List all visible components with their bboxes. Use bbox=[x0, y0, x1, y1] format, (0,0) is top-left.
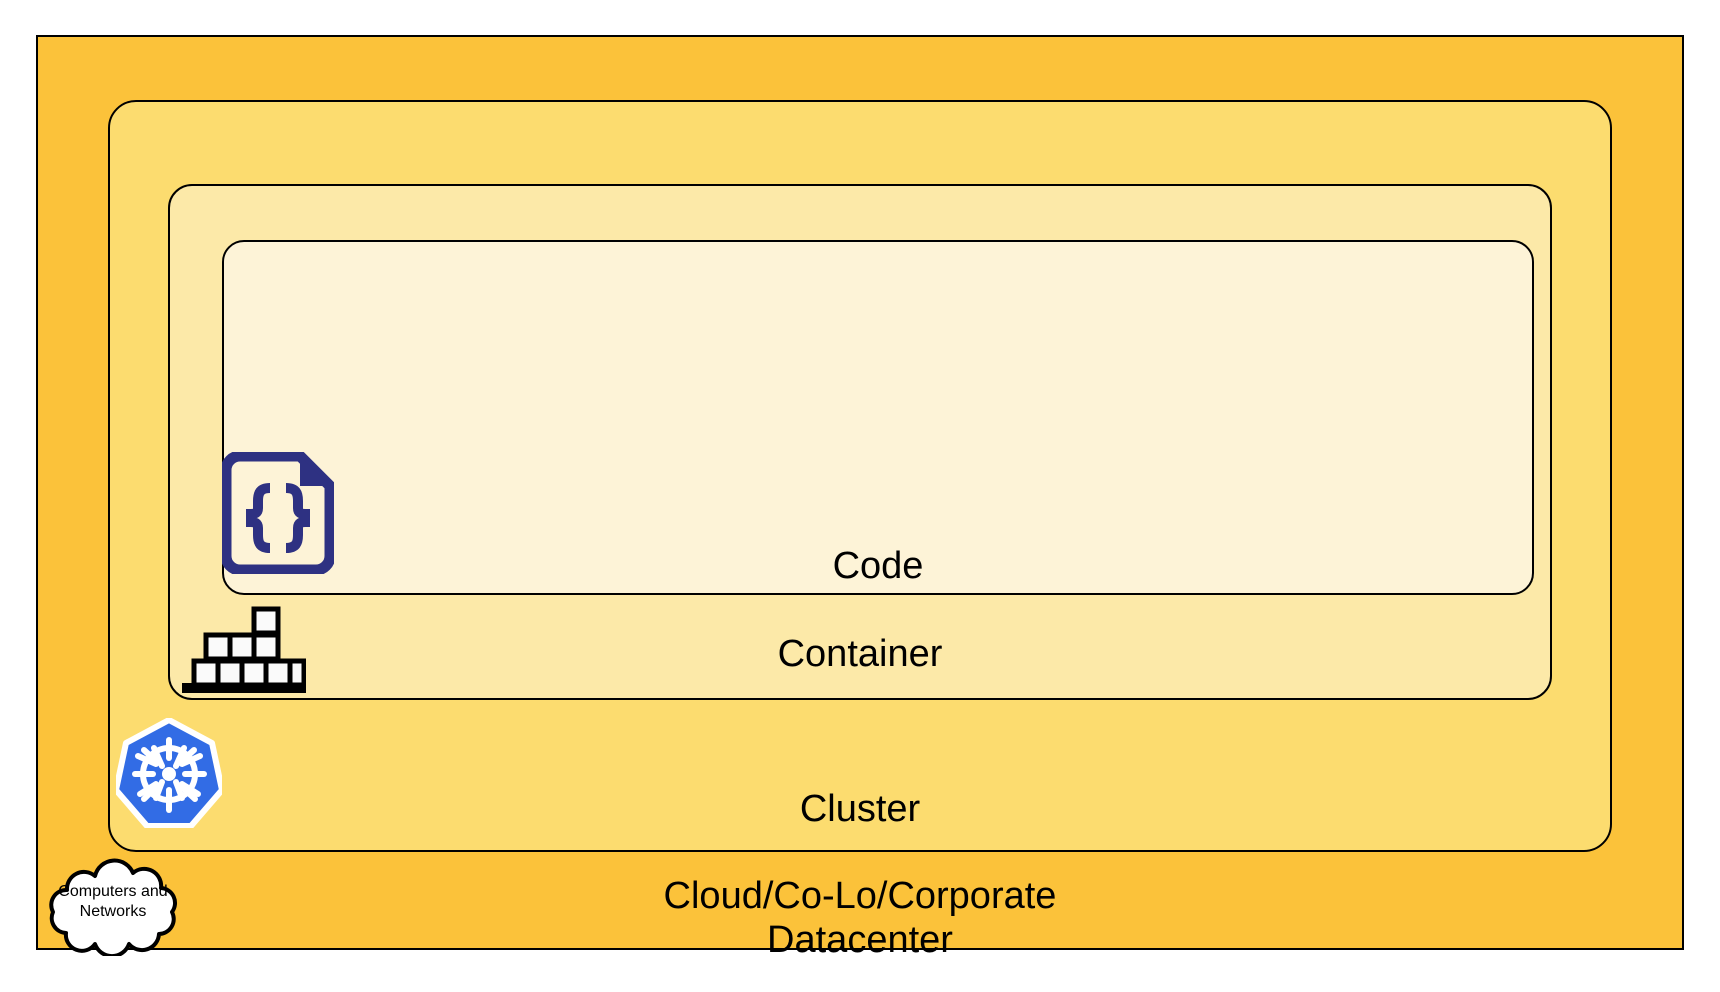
kubernetes-icon bbox=[116, 718, 222, 828]
cloud-icon bbox=[49, 858, 177, 956]
layer-box-code[interactable] bbox=[222, 240, 1534, 595]
container-blocks-icon bbox=[182, 605, 306, 693]
json-document-icon bbox=[222, 452, 334, 574]
cloud-callout-label: Computers and Networks bbox=[58, 883, 168, 920]
cloud-callout-computers-networks[interactable]: Computers and Networks bbox=[33, 856, 193, 956]
